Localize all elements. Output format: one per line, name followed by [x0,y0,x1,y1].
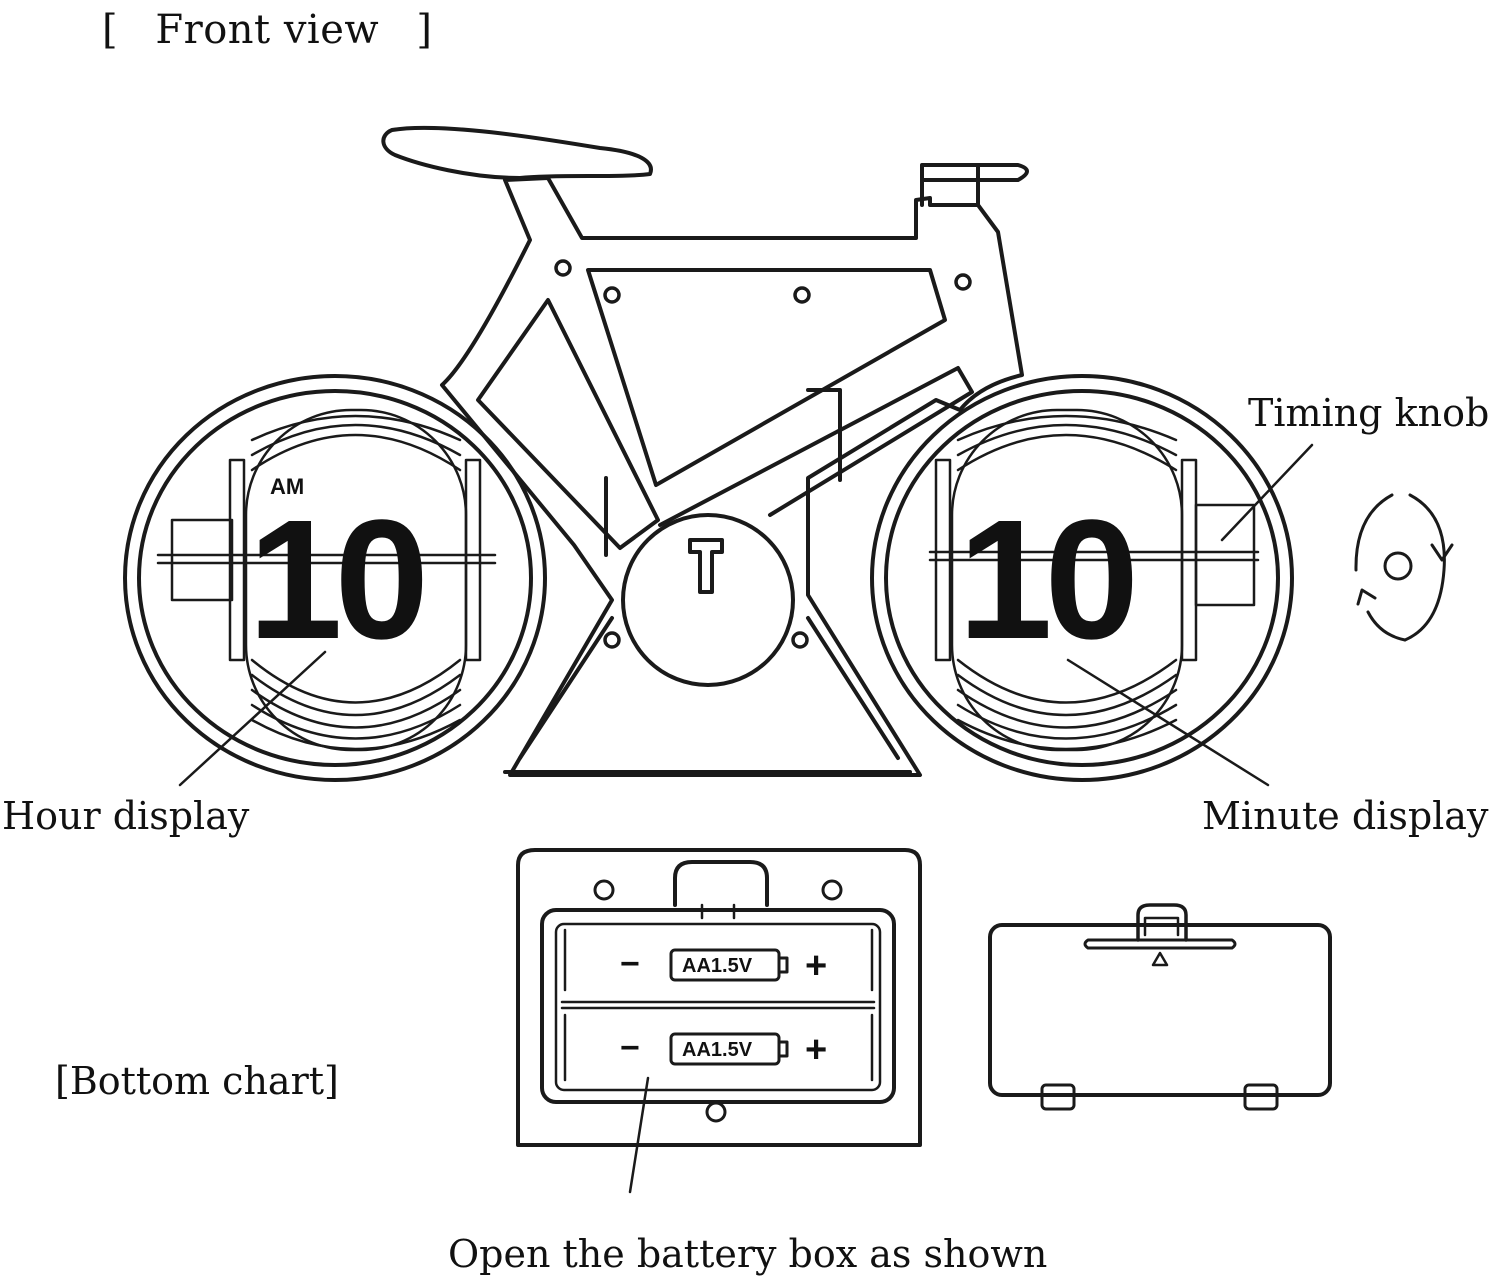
minute-leader-line [1066,658,1270,787]
battery-cell-label: AA1.5V [682,1039,753,1061]
minute-digits: 10 [958,485,1133,675]
right-wheel-outer [870,374,1294,782]
battery-compartment [516,848,922,1147]
hour-leader-line [178,650,327,787]
minute-flip-drum [928,408,1260,752]
front-view-title: [ Front view ] [102,7,433,53]
battery-cell-label: AA1.5V [682,955,753,977]
battery-instruction-label: Open the battery box as shown [448,1232,1048,1276]
am-indicator: AM [270,474,304,499]
bicycle-frame-outline [440,176,1024,777]
bottom-chart-title: [Bottom chart] [55,1059,339,1103]
stand-base [503,616,912,774]
rotate-cycle-icon [1354,493,1454,642]
hour-display-label: Hour display [2,794,250,838]
bottom-chart-title-text: Bottom chart [69,1059,325,1103]
down-tube-cutout [476,298,660,550]
right-wheel-inner [884,389,1280,767]
left-wheel-outer [123,374,547,782]
positive-symbol: + [805,945,827,987]
battery-cover [988,903,1332,1111]
frame-post [604,388,842,557]
negative-symbol: − [620,945,640,983]
center-bolt [688,538,724,594]
knob-leader-line [1220,443,1314,542]
handlebar [920,163,1029,207]
hour-digits: 10 [248,485,423,675]
timing-knob-label: Timing knob [1248,391,1490,435]
hour-flip-drum [156,408,497,752]
front-view-title-text: Front view [155,7,380,53]
negative-symbol: − [620,1029,640,1067]
down-tube [658,366,974,527]
frame-window [586,268,947,487]
screw-holes [554,259,972,649]
positive-symbol: + [805,1029,827,1071]
bicycle-seat [381,125,653,180]
battery-leader-line [628,1076,650,1194]
left-wheel-inner [137,389,533,767]
minute-display-label: Minute display [1202,794,1489,838]
bottom-bracket [621,513,795,687]
